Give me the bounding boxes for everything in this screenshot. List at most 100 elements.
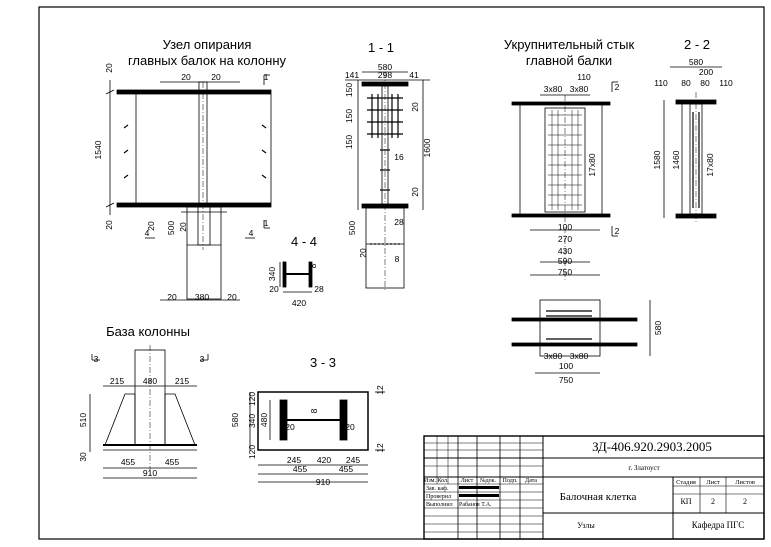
dim: 500 <box>166 221 176 235</box>
dim: 480 <box>259 413 269 427</box>
dim: 420 <box>292 298 306 308</box>
header-data: Дата <box>525 478 537 484</box>
dim: 500 <box>347 221 357 235</box>
section-mark: 2 <box>615 226 620 236</box>
section-1-1-title: 1 - 1 <box>368 40 394 55</box>
sheet-name: Узлы <box>577 521 595 530</box>
row-made-by: Выполнил <box>426 502 453 508</box>
node-title-line1: Узел опирания <box>163 37 252 52</box>
dim: 580 <box>689 57 703 67</box>
lists-header: Листов <box>735 479 755 486</box>
dim: 30 <box>78 452 88 462</box>
splice-dimensions: 110 3x80 3x80 17x80 100 270 430 590 750 … <box>544 72 663 385</box>
list-value: 2 <box>711 497 715 506</box>
section-4-4-dimensions: 340 20 8 28 420 <box>267 263 324 308</box>
dim: 298 <box>378 70 392 80</box>
lists-value: 2 <box>743 497 747 506</box>
dim: 120 <box>247 445 257 459</box>
section-1-1-dimensions: 580 141 298 41 150 150 150 20 1600 16 20… <box>344 62 432 264</box>
dim: 110 <box>654 78 668 88</box>
department: Кафедра ПГС <box>692 520 745 530</box>
section-mark: 1 <box>264 72 269 82</box>
dim: 20 <box>104 63 114 73</box>
dim: 20 <box>167 292 177 302</box>
section-2-2-view <box>663 66 722 222</box>
splice-title-line1: Укрупнительный стык <box>504 37 635 52</box>
dim: 20 <box>211 72 221 82</box>
dim: 750 <box>559 375 573 385</box>
header-list: Лист <box>461 478 474 484</box>
dim: 20 <box>104 220 114 230</box>
dim: 20 <box>178 222 188 232</box>
row-made-by-name: Рабанов Т.А. <box>459 501 492 508</box>
dim: 340 <box>267 267 277 281</box>
dim: 80 <box>700 78 710 88</box>
section-mark: 2 <box>615 82 620 92</box>
header-kol: Кол. <box>437 478 449 484</box>
base-title: База колонны <box>106 324 190 339</box>
dim: 3x80 <box>544 84 563 94</box>
dim: 20 <box>146 221 156 231</box>
section-mark: 1 <box>264 218 269 228</box>
dim: 1540 <box>93 140 103 159</box>
dim: 455 <box>121 457 135 467</box>
dim: 20 <box>269 284 279 294</box>
dim: 215 <box>175 376 189 386</box>
base-view <box>89 345 209 479</box>
dim: 910 <box>143 468 157 478</box>
dim: 580 <box>378 62 392 72</box>
splice-title-line2: главной балки <box>526 53 612 68</box>
row-checked: Проверил <box>426 494 451 500</box>
section-mark: 4 <box>145 228 150 238</box>
section-2-2-title: 2 - 2 <box>684 37 710 52</box>
section-4-4-view <box>279 261 313 293</box>
dim: 20 <box>285 422 295 432</box>
dim: 8 <box>309 408 319 413</box>
dim: 110 <box>577 72 591 82</box>
row-head-of-dept: Зав. каф. <box>426 485 449 492</box>
dim: 420 <box>317 455 331 465</box>
title-block-text: ЗД-406.920.2903.2005 г. Златоуст Изм. Ко… <box>424 439 755 530</box>
dim: 100 <box>559 361 573 371</box>
section-3-3-dimensions: 580 120 340 120 480 20 8 20 12 12 245 42… <box>230 385 385 487</box>
splice-view <box>511 81 651 374</box>
dim: 80 <box>681 78 691 88</box>
title-block <box>423 435 765 540</box>
dim: 455 <box>293 464 307 474</box>
dim: 1600 <box>422 138 432 157</box>
dim: 12 <box>375 385 385 395</box>
dim: 141 <box>345 70 359 80</box>
sheet-frame <box>38 6 765 540</box>
dim: 580 <box>230 413 240 427</box>
section-4-4-title: 4 - 4 <box>291 234 317 249</box>
dim: 750 <box>558 267 572 277</box>
dim: 455 <box>165 457 179 467</box>
dim: 455 <box>339 464 353 474</box>
section-mark: 3 <box>200 354 205 364</box>
dim: 110 <box>719 78 733 88</box>
dim: 20 <box>345 422 355 432</box>
dim: 200 <box>699 67 713 77</box>
dim: 1580 <box>652 150 662 169</box>
dim: 28 <box>314 284 324 294</box>
dim: 430 <box>558 246 572 256</box>
dim: 100 <box>558 222 572 232</box>
section-mark: 3 <box>94 354 99 364</box>
dim: 910 <box>316 477 330 487</box>
base-dimensions: 215 480 215 510 30 455 455 910 3 3 <box>78 354 205 478</box>
node-dimensions: 20 20 20 1540 20 500 20 20 20 380 20 1 1… <box>93 63 269 302</box>
dim: 270 <box>558 234 572 244</box>
dim: 20 <box>181 72 191 82</box>
city: г. Златоуст <box>628 464 659 472</box>
stage-value: КП <box>680 497 691 506</box>
dim: 17x80 <box>587 153 597 176</box>
dim: 1460 <box>671 150 681 169</box>
dim: 120 <box>247 392 257 406</box>
header-podp: Подп. <box>503 478 518 484</box>
dim: 245 <box>346 455 360 465</box>
header-izm: Изм. <box>424 478 436 484</box>
dim: 150 <box>344 135 354 149</box>
dim: 20 <box>410 187 420 197</box>
section-mark: 4 <box>249 228 254 238</box>
